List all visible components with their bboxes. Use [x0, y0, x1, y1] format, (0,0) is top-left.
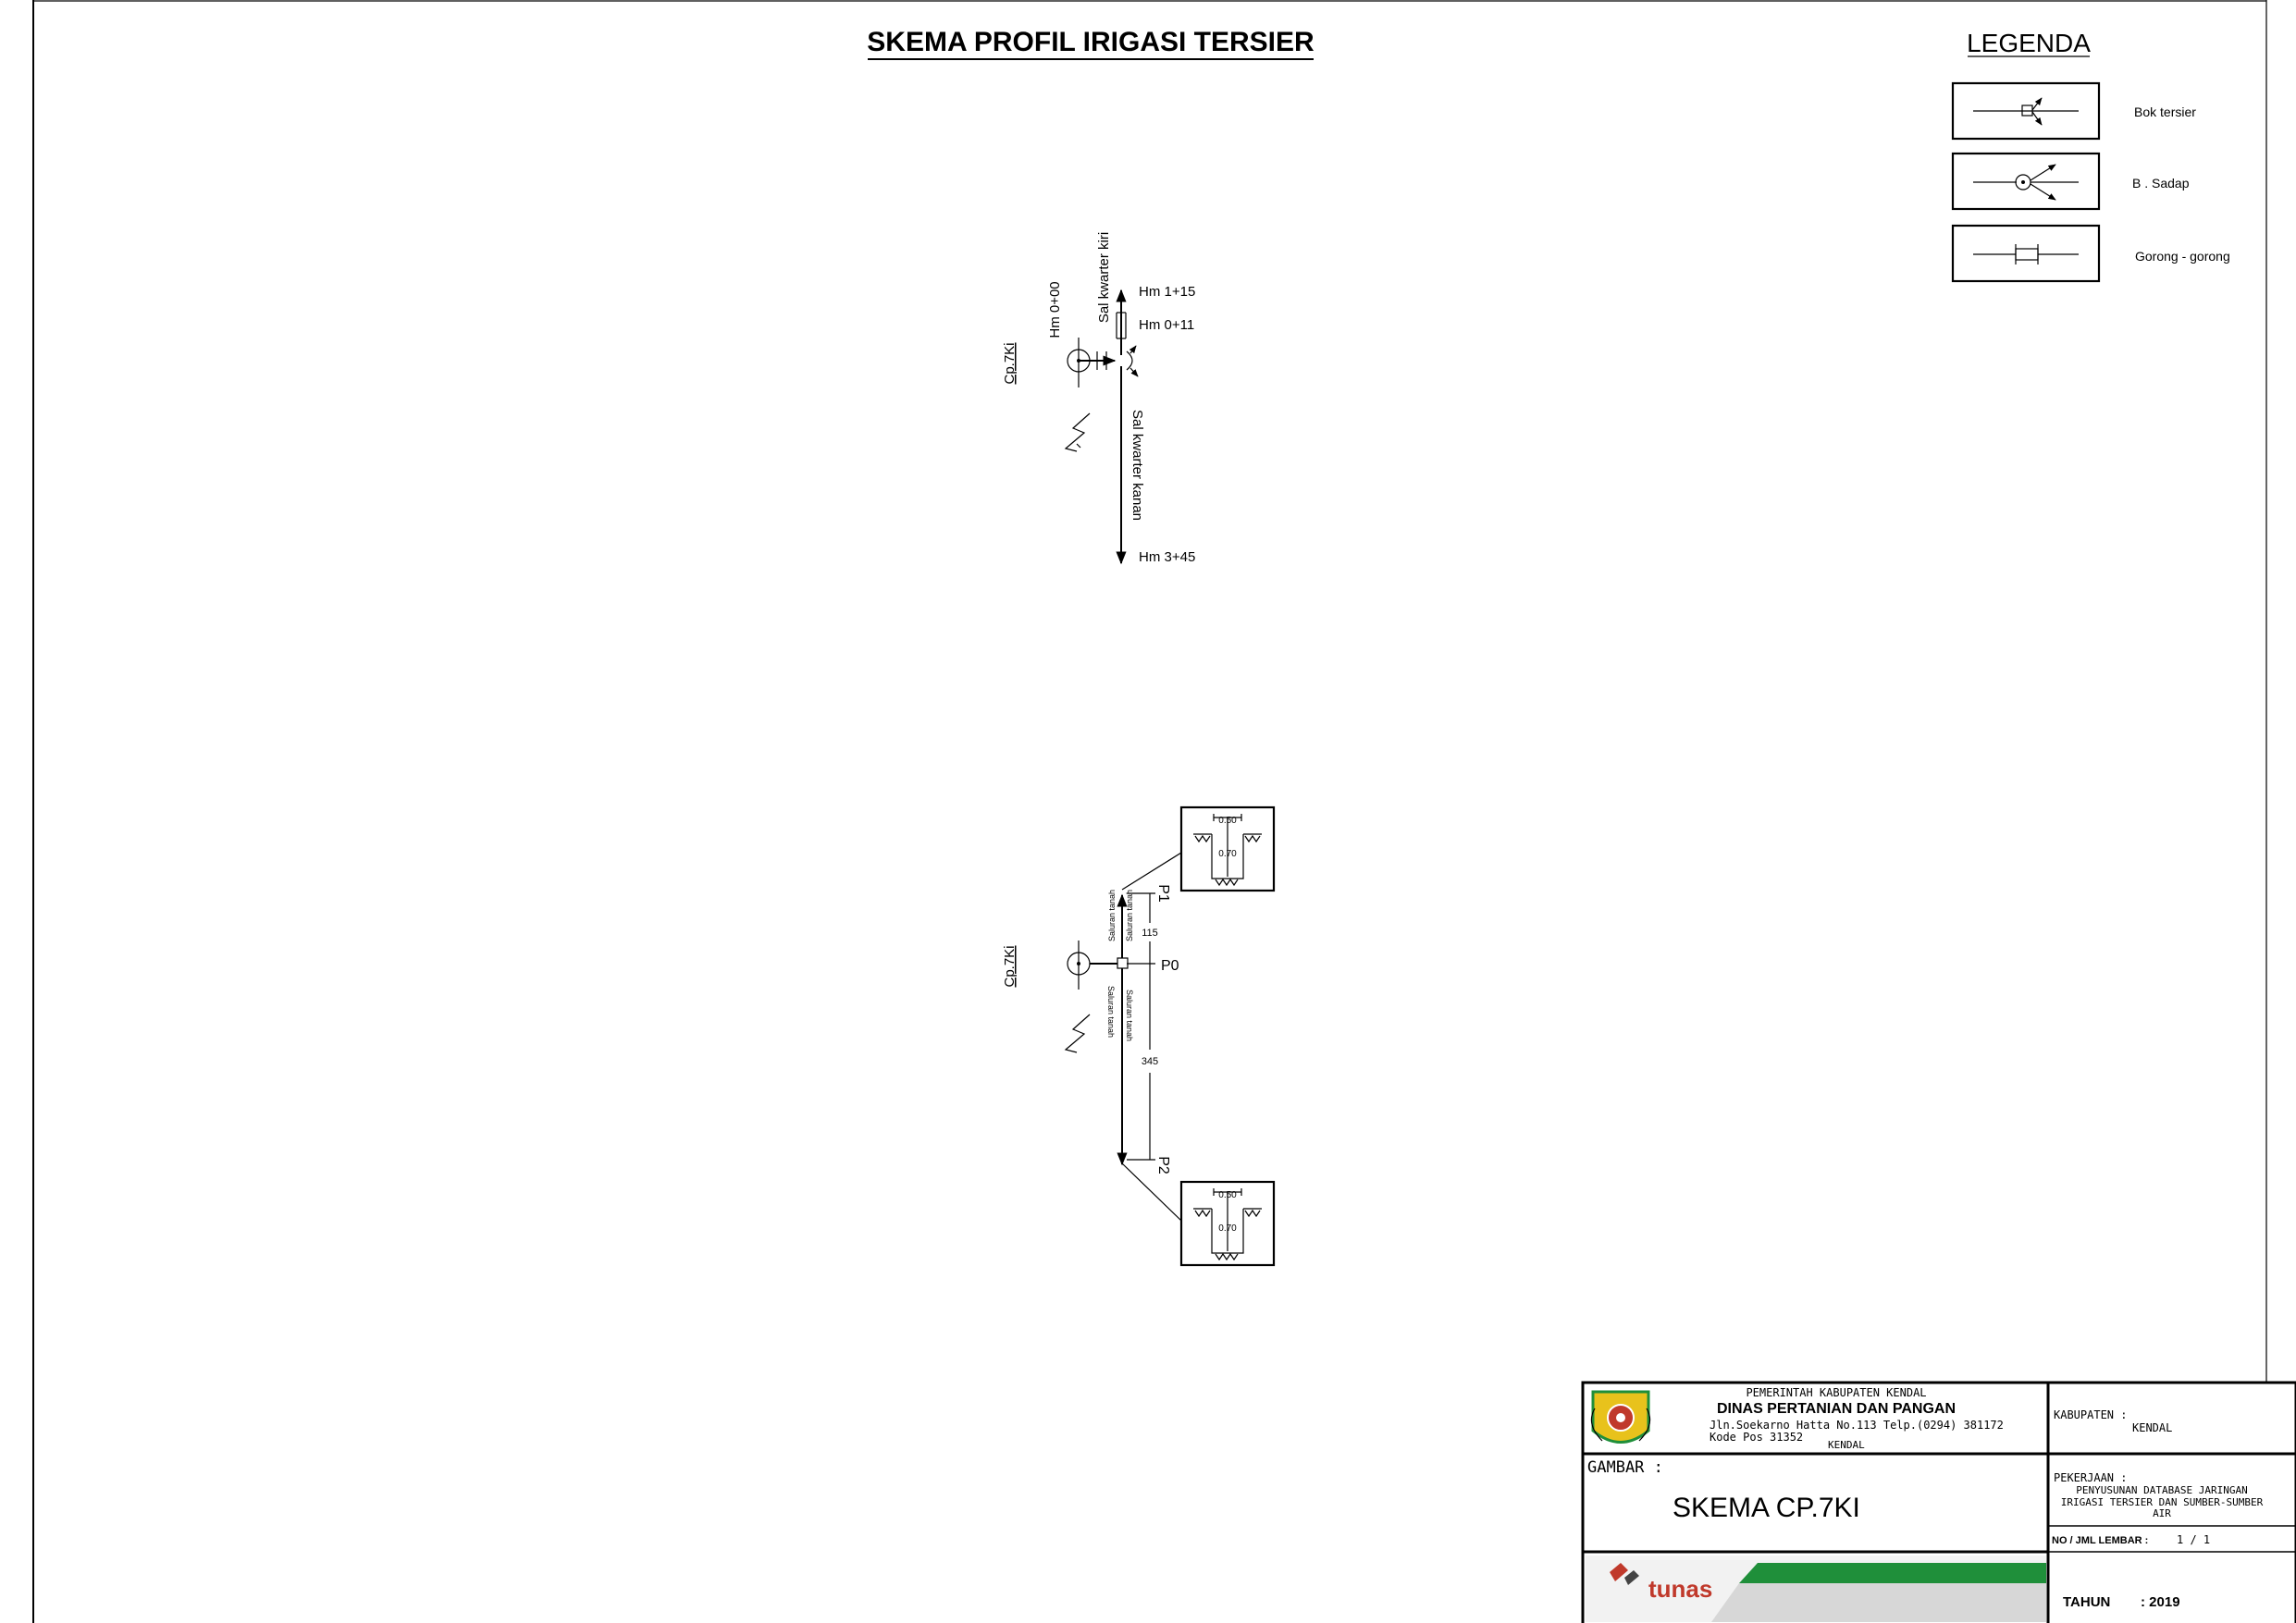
cross-section-p1: 0.50 0.70 [1179, 805, 1276, 892]
pekerjaan-line1: PENYUSUNAN DATABASE JARINGAN [2076, 1484, 2247, 1496]
right-channel-label: Sal kwarter kanan [1129, 410, 1145, 521]
bok-tersier-symbol [1126, 345, 1139, 377]
hm-start-label: Hm 0+00 [1047, 281, 1063, 338]
channel-label-up-right: Saluran tanah [1125, 890, 1134, 941]
legend-item-bok-tersier: Bok tersier [1951, 81, 2196, 141]
bok-tersier-symbol [1973, 97, 2079, 126]
pekerjaan-line2: IRIGASI TERSIER DAN SUMBER-SUMBER [2061, 1496, 2264, 1508]
hm-115-label: Hm 1+15 [1139, 284, 1195, 300]
schema-top: Cp.7Ki Hm 0+00 Sal kwarter kiri Sal kwar… [1002, 232, 1195, 565]
address: Jln.Soekarno Hatta No.113 Telp.(0294) 38… [1710, 1419, 2004, 1432]
legend-label: B . Sadap [2132, 176, 2190, 191]
section-width: 0.50 [1218, 1190, 1237, 1200]
cp-label-bottom: Cp.7Ki [1002, 945, 1018, 987]
tahun-label: TAHUN [2063, 1594, 2110, 1610]
p2-label: P2 [1155, 1156, 1171, 1174]
drainage-zigzag [1064, 412, 1091, 452]
section-depth: 0.70 [1218, 849, 1237, 859]
city: KENDAL [1828, 1439, 1865, 1451]
bok-p0 [1117, 957, 1129, 969]
legend-box [1951, 152, 2101, 211]
gov-name: PEMERINTAH KABUPATEN KENDAL [1746, 1386, 1926, 1399]
lembar-value: 1 / 1 [2177, 1533, 2210, 1546]
legend: LEGENDA Bok tersier B . Sadap [1951, 29, 2230, 283]
schema-bottom: Cp.7Ki 115 345 P0 P1 P2 Saluran tanah Sa… [1002, 805, 1276, 1267]
length-down: 345 [1142, 1056, 1158, 1067]
channel-label-down-right: Saluran tanah [1125, 990, 1134, 1041]
section-width: 0.50 [1218, 816, 1237, 826]
legend-box [1951, 224, 2101, 283]
page-title: SKEMA PROFIL IRIGASI TERSIER [867, 27, 1315, 57]
postcode: Kode Pos 31352 [1710, 1431, 1803, 1444]
gorong-gorong-symbol [1116, 312, 1127, 339]
legend-label: Gorong - gorong [2135, 249, 2230, 264]
kabupaten-value: KENDAL [2132, 1421, 2172, 1434]
legend-heading: LEGENDA [1967, 29, 2091, 57]
cp-label-top: Cp.7Ki [1002, 342, 1018, 384]
legend-item-gorong-gorong: Gorong - gorong [1951, 224, 2230, 283]
p0-label: P0 [1161, 958, 1179, 974]
left-channel-label: Sal kwarter kiri [1096, 232, 1112, 323]
hm-011-label: Hm 0+11 [1139, 317, 1194, 333]
legend-label: Bok tersier [2134, 105, 2196, 119]
tunas-logo: tunas [1586, 1555, 2046, 1622]
dept-name: DINAS PERTANIAN DAN PANGAN [1717, 1401, 1956, 1417]
lembar-label: NO / JML LEMBAR : [2052, 1535, 2148, 1546]
legend-item-b-sadap: B . Sadap [1951, 152, 2190, 211]
tahun-value: : 2019 [2141, 1594, 2180, 1610]
channel-label-up-left: Saluran tanah [1107, 890, 1117, 941]
gambar-label: GAMBAR : [1587, 1458, 1663, 1477]
length-up: 115 [1142, 928, 1158, 939]
pekerjaan-line3: AIR [2153, 1507, 2171, 1519]
hm-345-label: Hm 3+45 [1139, 549, 1195, 565]
gambar-value: SKEMA CP.7KI [1673, 1493, 1860, 1523]
channel-label-down-left: Saluran tanah [1106, 986, 1116, 1038]
gorong-gorong-symbol [1973, 244, 2079, 264]
kendal-emblem [1590, 1390, 1651, 1444]
p1-label: P1 [1155, 884, 1171, 903]
pekerjaan-label: PEKERJAAN : [2054, 1471, 2127, 1484]
tunas-logo-text: tunas [1648, 1575, 1712, 1603]
section-depth: 0.70 [1218, 1223, 1237, 1234]
kabupaten-label: KABUPATEN : [2054, 1408, 2127, 1421]
b-sadap-symbol [1973, 164, 2079, 201]
cross-section-p2: 0.50 0.70 [1179, 1180, 1276, 1267]
drainage-zigzag [1064, 1014, 1091, 1053]
title-block: PEMERINTAH KABUPATEN KENDAL DINAS PERTAN… [1581, 1381, 2296, 1623]
